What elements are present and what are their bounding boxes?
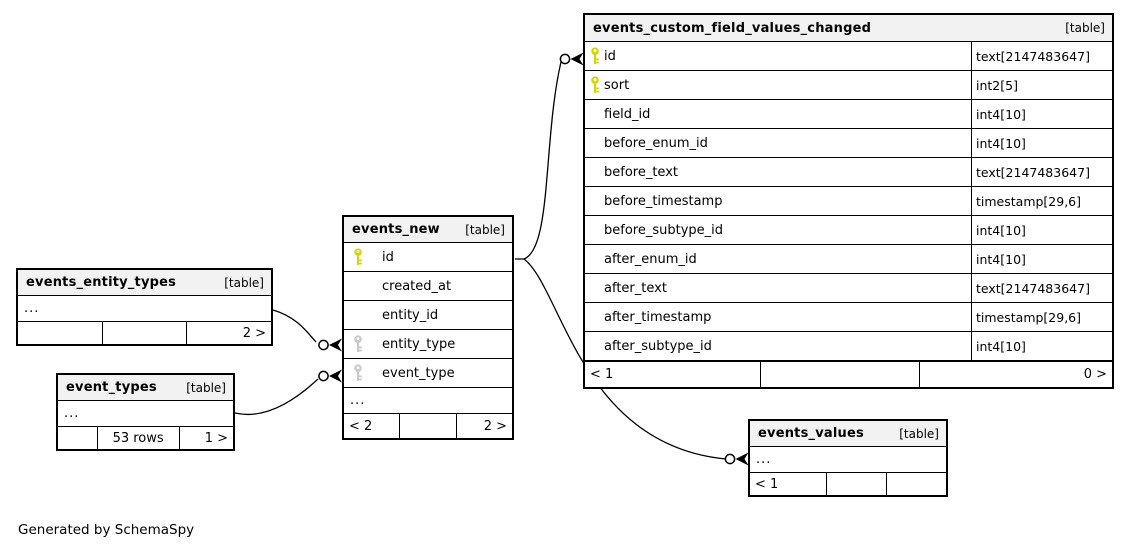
table-name: events_entity_types [26, 275, 177, 290]
generated-by-note: Generated by SchemaSpy [18, 522, 195, 538]
column-row-id: id text[2147483647] [585, 42, 1112, 71]
column-row-after_subtype_id: after_subtype_id int4[10] [585, 332, 1112, 361]
column-row-after_enum_id: after_enum_id int4[10] [585, 245, 1112, 274]
table-tag: [table] [899, 426, 939, 441]
connector-events_entity_types-to-events_new [272, 309, 317, 343]
column-type: int4[10] [971, 100, 1112, 128]
column-type: int4[10] [971, 216, 1112, 244]
table-header-events_new[interactable]: events_new [table] [344, 217, 512, 243]
column-name: after_subtype_id [604, 338, 712, 354]
primary-key-icon [591, 76, 599, 93]
table-tag: [table] [465, 222, 505, 237]
column-name: before_timestamp [604, 193, 723, 209]
column-name: sort [604, 77, 630, 93]
footer-parents: < 1 [590, 367, 614, 382]
table-header-events_custom_field_values_changed[interactable]: events_custom_field_values_changed [tabl… [585, 15, 1112, 42]
footer-parents [18, 322, 102, 344]
table-footer: < 1 [750, 473, 946, 495]
connector-event_types-to-events_new [234, 378, 319, 416]
column-name: after_timestamp [604, 309, 712, 325]
column-name: created_at [382, 278, 452, 294]
column-name: id [382, 249, 394, 265]
column-name: event_type [382, 365, 455, 381]
column-name: before_subtype_id [604, 222, 724, 238]
column-row-entity_id: entity_id [344, 301, 512, 330]
column-type: int4[10] [971, 129, 1112, 157]
column-row-before_text: before_text text[2147483647] [585, 158, 1112, 187]
table-tag: [table] [186, 380, 226, 395]
table-header-events_values[interactable]: events_values [table] [750, 421, 946, 447]
table-header-events_entity_types[interactable]: events_entity_types [table] [18, 270, 271, 296]
column-type: text[2147483647] [971, 158, 1112, 186]
footer-rows [826, 473, 886, 495]
footer-children: 0 > [919, 362, 1112, 387]
table-events_entity_types: events_entity_types [table] ... 2 > [16, 268, 273, 346]
footer-parents: < 2 [349, 418, 373, 434]
column-name: after_text [604, 280, 667, 296]
collapsed-columns-ellipsis: ... [18, 296, 271, 322]
table-footer: < 2 2 > [344, 414, 512, 438]
column-type: text[2147483647] [971, 274, 1112, 302]
primary-key-icon [354, 248, 362, 265]
footer-parents: < 1 [755, 476, 779, 492]
column-row-event_type: event_type [344, 359, 512, 388]
table-tag: [table] [224, 275, 264, 290]
footer-children: 1 > [178, 427, 233, 449]
column-row-entity_type: entity_type [344, 330, 512, 359]
column-type: text[2147483647] [971, 42, 1112, 70]
table-name: events_new [352, 222, 440, 237]
column-row-field_id: field_id int4[10] [585, 100, 1112, 129]
column-name: after_enum_id [604, 251, 697, 267]
footer-rows [101, 322, 187, 344]
footer-rows [399, 414, 455, 438]
table-events_new: events_new [table] id created_at entity_… [342, 215, 514, 440]
reference-key-icon [354, 364, 362, 381]
footer-parents [58, 427, 97, 449]
reference-key-icon [354, 335, 362, 352]
footer-rows: 53 rows [96, 427, 179, 449]
table-footer: < 1 0 > [585, 361, 1112, 387]
table-footer: 53 rows 1 > [58, 427, 233, 449]
column-row-before_enum_id: before_enum_id int4[10] [585, 129, 1112, 158]
collapsed-columns-ellipsis: ... [58, 401, 233, 427]
primary-key-icon [591, 47, 599, 64]
column-row-before_subtype_id: before_subtype_id int4[10] [585, 216, 1112, 245]
column-name: field_id [604, 106, 651, 122]
footer-children [886, 473, 946, 495]
column-row-after_text: after_text text[2147483647] [585, 274, 1112, 303]
table-events_values: events_values [table] ... < 1 [748, 419, 948, 497]
column-row-id: id [344, 243, 512, 272]
column-name: entity_id [382, 307, 439, 323]
column-name: before_enum_id [604, 135, 708, 151]
column-row-after_timestamp: after_timestamp timestamp[29,6] [585, 303, 1112, 332]
column-row-before_timestamp: before_timestamp timestamp[29,6] [585, 187, 1112, 216]
column-row-created_at: created_at [344, 272, 512, 301]
column-type: int2[5] [971, 71, 1112, 99]
footer-children: 2 > [455, 414, 512, 438]
table-header-event_types[interactable]: event_types [table] [58, 375, 233, 401]
column-name: id [604, 48, 616, 64]
table-events_custom_field_values_changed: events_custom_field_values_changed [tabl… [583, 13, 1114, 389]
connector-events_new-to-events_custom_field_values_changed [515, 61, 562, 260]
footer-children: 2 > [186, 322, 271, 344]
column-row-sort: sort int2[5] [585, 71, 1112, 100]
column-name: before_text [604, 164, 678, 180]
footer-rows [759, 362, 919, 387]
table-event_types: event_types [table] ... 53 rows 1 > [56, 373, 235, 451]
table-name: event_types [66, 380, 157, 395]
table-tag: [table] [1065, 21, 1105, 35]
column-type: int4[10] [971, 245, 1112, 273]
table-footer: 2 > [18, 322, 271, 344]
collapsed-columns-ellipsis: ... [344, 388, 512, 414]
column-type: int4[10] [971, 332, 1112, 360]
column-type: timestamp[29,6] [971, 187, 1112, 215]
zero-or-many-endpoint-icon [318, 52, 749, 466]
column-type: timestamp[29,6] [971, 303, 1112, 331]
column-name: entity_type [382, 336, 456, 352]
table-name: events_values [758, 426, 864, 441]
collapsed-columns-ellipsis: ... [750, 447, 946, 473]
table-name: events_custom_field_values_changed [593, 20, 872, 36]
